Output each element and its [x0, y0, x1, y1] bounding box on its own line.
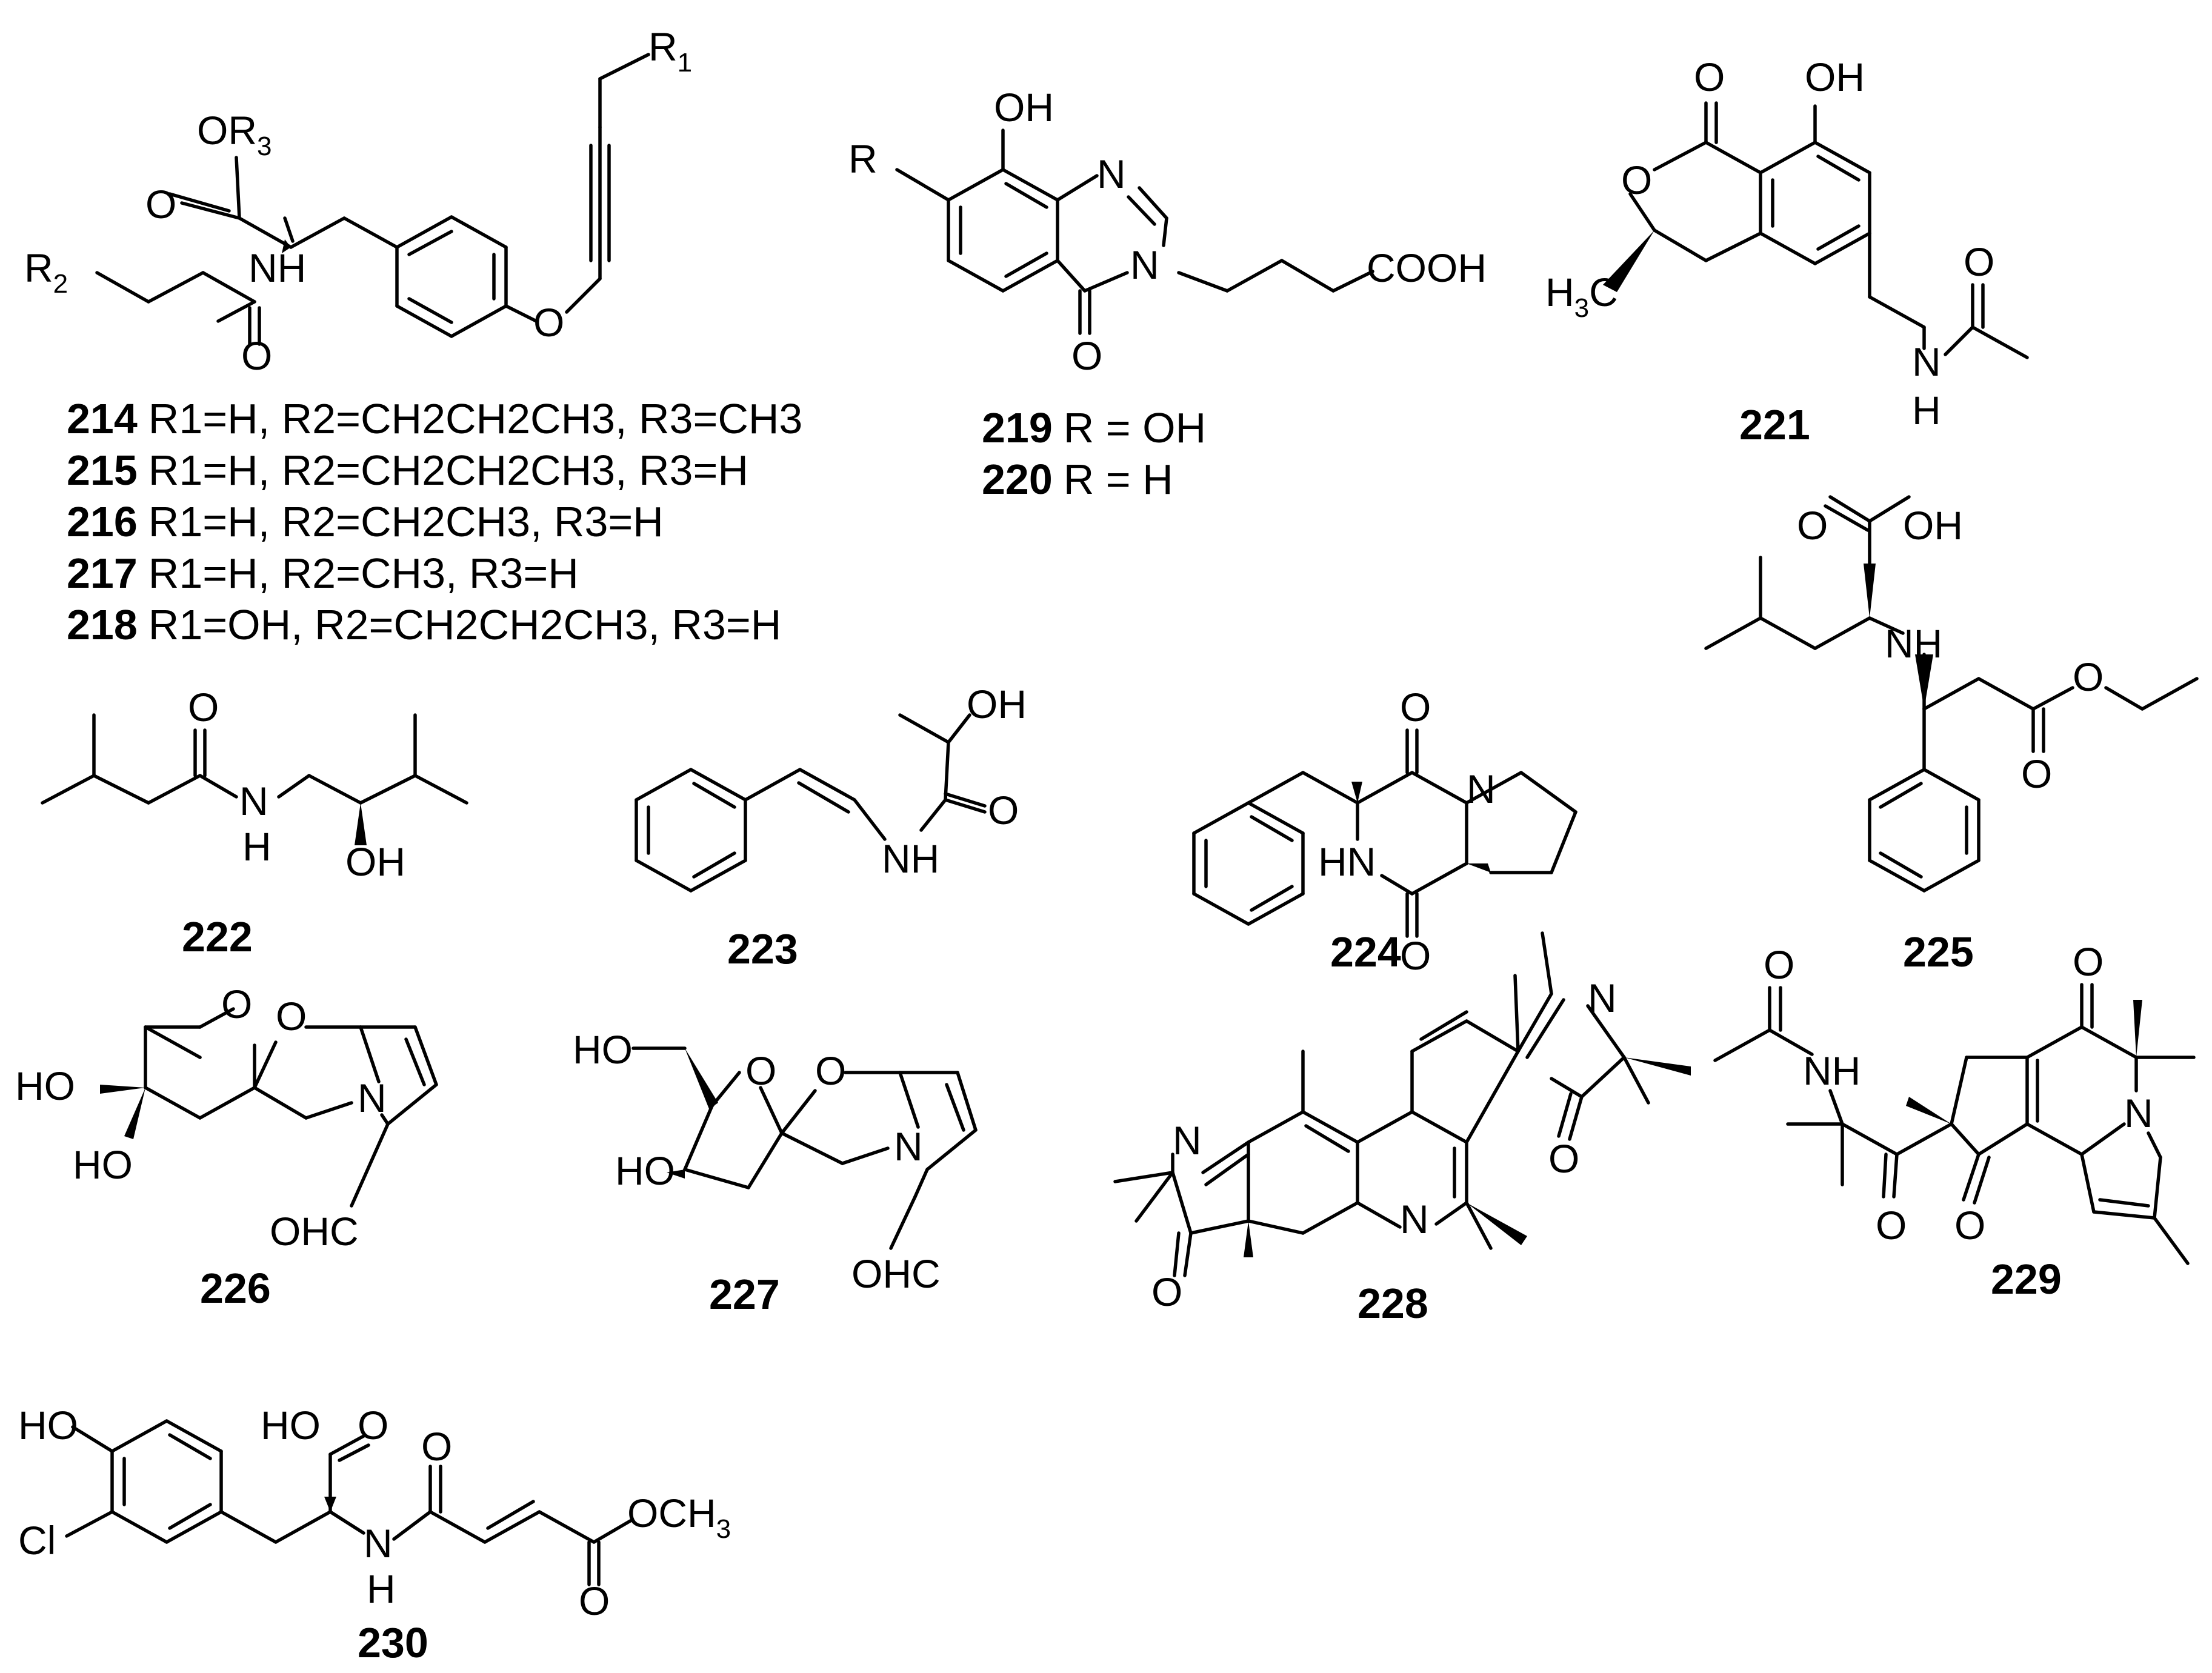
structure-225: O OH NH O O: [1704, 495, 2199, 893]
structure-224: O N HN O: [1192, 685, 1577, 978]
nh-atom: NH: [882, 836, 939, 881]
och3-atom: OCH3: [627, 1491, 731, 1544]
cl-atom: Cl: [18, 1518, 56, 1563]
o-atom: O: [241, 333, 272, 378]
ohc-atom: OHC: [851, 1251, 941, 1296]
n-atom: N: [2124, 1091, 2153, 1136]
o-atom: O: [1400, 685, 1431, 730]
h3c-atom: H3C: [1545, 270, 1618, 323]
n-atom: N: [239, 779, 268, 823]
ohc-atom: OHC: [270, 1209, 359, 1254]
structure-227: HO O O N HO OHC: [573, 1027, 978, 1296]
o-atom: O: [221, 982, 252, 1026]
o-atom: O: [188, 685, 219, 730]
n-atom: N: [1400, 1197, 1429, 1242]
o-atom: O: [1954, 1203, 1985, 1248]
o-atom: O: [1694, 55, 1725, 99]
compound-number: 227: [709, 1271, 780, 1318]
nh-atom: NH: [1803, 1048, 1861, 1093]
o-atom: O: [815, 1048, 846, 1093]
compound-number: 222: [182, 913, 253, 960]
structure-226: O O N HO HO OHC: [15, 982, 438, 1254]
n-atom: N: [1467, 767, 1496, 811]
compound-number: 221: [1739, 401, 1810, 448]
o-atom: O: [2073, 939, 2104, 984]
compound-number: 228: [1358, 1280, 1428, 1327]
o-atom: O: [1548, 1136, 1579, 1181]
nh-atom: NH: [1885, 621, 1942, 666]
compound-number: 225: [1903, 928, 1974, 976]
n-atom: N: [894, 1124, 923, 1169]
o-atom: O: [358, 1403, 388, 1448]
oh-atom: OH: [1903, 503, 1963, 548]
h-atom: H: [242, 824, 272, 869]
o-atom: O: [533, 300, 564, 345]
ho-atom: HO: [261, 1403, 321, 1448]
o-atom: O: [1621, 158, 1652, 202]
n-atom: N: [1912, 339, 1941, 384]
ho-atom: HO: [73, 1142, 133, 1187]
nh-atom: NH: [248, 245, 306, 290]
n-atom: N: [1097, 151, 1126, 196]
ho-atom: HO: [15, 1063, 75, 1108]
r2-atom: R2: [24, 245, 68, 299]
structure-219-220: OH R N N O COOH: [848, 85, 1487, 378]
structure-223: OH O NH: [635, 682, 1027, 893]
o-atom: O: [988, 788, 1019, 833]
h-atom: H: [1912, 388, 1941, 433]
or3-atom: OR3: [197, 108, 272, 161]
n-atom: N: [1588, 976, 1617, 1020]
o-atom: O: [1071, 333, 1102, 378]
n-atom: N: [1130, 242, 1159, 287]
hn-atom: HN: [1318, 839, 1376, 884]
o-atom: O: [579, 1578, 610, 1623]
structure-230: HO Cl HO O O N H OCH3 O: [18, 1403, 731, 1623]
o-atom: O: [1797, 503, 1828, 548]
n-atom: N: [364, 1521, 393, 1566]
structure-228: N O N N O: [1113, 931, 1691, 1314]
oh-atom: OH: [994, 85, 1054, 130]
compound-number: 226: [200, 1265, 271, 1312]
structure-229: O NH O O O N: [1713, 939, 2196, 1265]
n-atom: N: [358, 1076, 387, 1120]
oh-atom: OH: [1805, 55, 1865, 99]
o-atom: O: [1764, 942, 1794, 987]
ho-atom: HO: [573, 1027, 633, 1072]
o-atom: O: [745, 1048, 776, 1093]
structure-222: O N H OH: [41, 685, 468, 884]
n-atom: N: [1173, 1118, 1202, 1163]
oh-atom: OH: [345, 839, 405, 884]
o-atom: O: [421, 1424, 452, 1469]
o-atom: O: [145, 182, 176, 227]
ho-atom: HO: [18, 1403, 78, 1448]
o-atom: O: [2021, 751, 2052, 796]
structure-221: O OH O H3C O N H: [1545, 55, 2029, 433]
o-atom: O: [1876, 1203, 1907, 1248]
compound-number: 224: [1330, 928, 1401, 976]
h-atom: H: [367, 1566, 396, 1611]
o-atom: O: [2073, 654, 2104, 699]
r1-atom: R1: [648, 24, 692, 78]
structure-214-218: R1 OR3 O NH R2 O O: [24, 24, 692, 378]
o-atom: O: [1964, 239, 1994, 284]
o-atom: O: [276, 994, 307, 1039]
compound-number: 223: [727, 925, 798, 973]
o-atom: O: [1400, 933, 1431, 978]
cooh-atom: COOH: [1367, 245, 1487, 290]
compound-number: 230: [358, 1619, 428, 1666]
o-atom: O: [1151, 1269, 1182, 1314]
oh-atom: OH: [967, 682, 1027, 727]
r-atom: R: [848, 136, 878, 181]
ho-atom: HO: [615, 1148, 675, 1193]
compound-number: 229: [1991, 1256, 2062, 1303]
